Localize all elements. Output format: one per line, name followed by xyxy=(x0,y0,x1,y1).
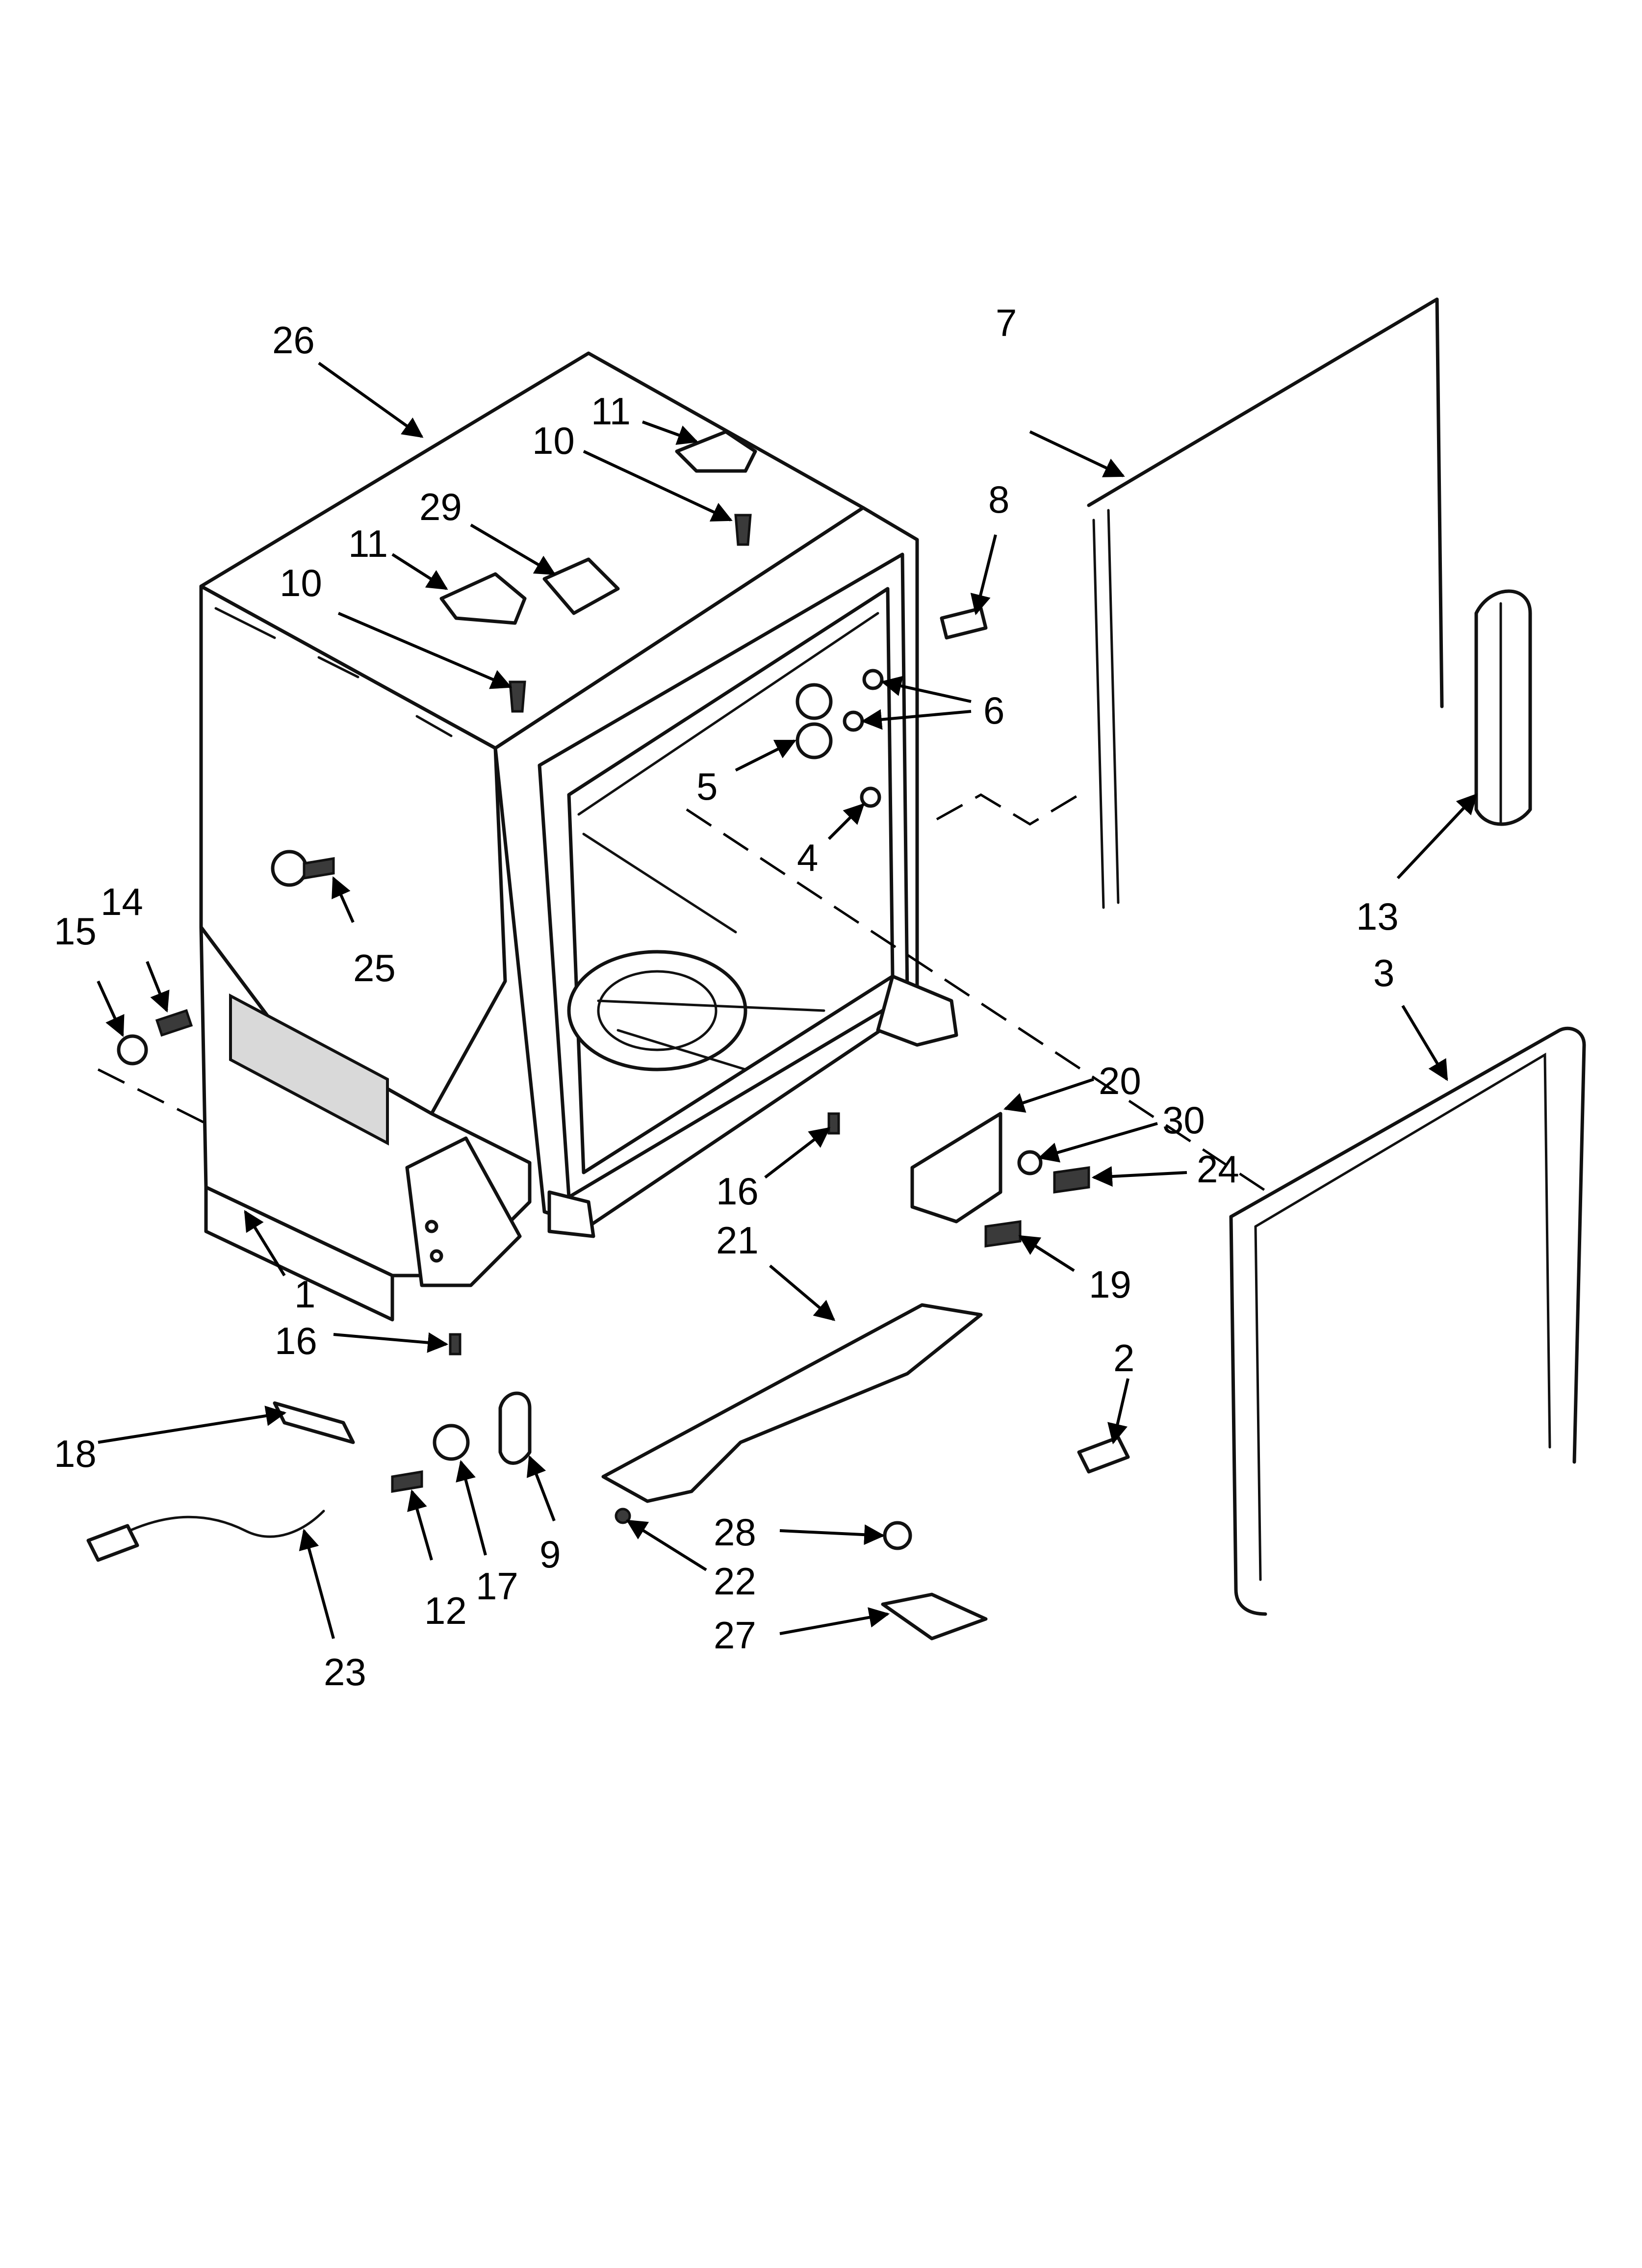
screw-part-14 xyxy=(155,1009,193,1037)
callout-28: 28 xyxy=(714,1511,756,1554)
gasket-part-13 xyxy=(1474,589,1532,826)
leader-lines xyxy=(97,362,1478,1639)
callout-21: 21 xyxy=(716,1219,759,1262)
callout-7: 7 xyxy=(996,301,1017,344)
callout-5: 5 xyxy=(696,765,718,808)
nut-part-15 xyxy=(117,1034,148,1066)
bracket-part-20 xyxy=(910,1112,1002,1224)
screw-part-22 xyxy=(615,1508,631,1524)
screw-part-12 xyxy=(391,1470,423,1493)
switch-part-28 xyxy=(883,1521,912,1550)
callout-25: 25 xyxy=(353,946,396,990)
callout-29: 29 xyxy=(419,485,462,528)
clamp-part-30 xyxy=(1017,1150,1043,1175)
shield-part-21 xyxy=(601,1303,983,1503)
hinge-bracket-part-11-lower xyxy=(439,572,527,625)
hinge-bracket-part-11-upper xyxy=(675,430,757,473)
screw-part-10-lower xyxy=(509,680,526,713)
callout-11: 11 xyxy=(348,522,388,565)
foot-part-16-upper xyxy=(827,1112,840,1135)
spring-part-18 xyxy=(273,1401,355,1444)
callout-3: 3 xyxy=(1373,951,1394,994)
tub-gasket-part-3 xyxy=(1229,1026,1586,1616)
callout-27: 27 xyxy=(714,1614,756,1657)
callout-4: 4 xyxy=(797,836,818,879)
wire-part-23 xyxy=(86,1510,325,1562)
foot-part-16-lower xyxy=(449,1333,462,1356)
callout-17: 17 xyxy=(476,1564,518,1608)
screw-part-10-upper xyxy=(734,514,752,546)
callout-10: 10 xyxy=(532,419,575,462)
callout-10: 10 xyxy=(280,561,322,604)
bumper-part-4 xyxy=(860,786,881,808)
callout-9: 9 xyxy=(539,1533,561,1576)
callout-20: 20 xyxy=(1099,1059,1141,1102)
clip-part-2 xyxy=(1077,1435,1130,1474)
callout-labels: 26 11 10 29 11 10 7 8 6 5 4 25 15 14 13 … xyxy=(54,301,1399,1694)
callout-23: 23 xyxy=(324,1650,366,1694)
dishwasher-tub xyxy=(199,351,958,1322)
bracket-part-9 xyxy=(498,1391,532,1465)
door-seal-part-7 xyxy=(1087,297,1444,909)
callout-8: 8 xyxy=(988,478,1009,521)
clip-part-29 xyxy=(542,557,620,615)
callout-19: 19 xyxy=(1089,1263,1131,1306)
callout-30: 30 xyxy=(1162,1098,1205,1142)
screw-part-8 xyxy=(940,606,988,640)
roller-part-5 xyxy=(795,683,833,759)
cap-part-17 xyxy=(433,1424,470,1461)
callout-12: 12 xyxy=(424,1589,467,1632)
callout-1: 1 xyxy=(294,1273,315,1316)
callout-15: 15 xyxy=(54,910,97,953)
plug-part-25 xyxy=(271,850,335,887)
callout-11: 11 xyxy=(591,390,631,433)
callout-18: 18 xyxy=(54,1432,97,1475)
screw-part-24 xyxy=(1053,1166,1090,1194)
callout-13: 13 xyxy=(1356,895,1399,938)
callout-16: 16 xyxy=(275,1319,317,1362)
screw-part-19 xyxy=(984,1220,1022,1248)
callout-2: 2 xyxy=(1113,1336,1134,1380)
callout-14: 14 xyxy=(101,880,143,923)
callout-26: 26 xyxy=(272,318,315,362)
callout-22: 22 xyxy=(714,1560,756,1603)
bracket-part-27 xyxy=(881,1592,988,1641)
callout-24: 24 xyxy=(1197,1147,1239,1191)
callout-16: 16 xyxy=(716,1170,759,1213)
callout-6: 6 xyxy=(983,689,1004,732)
